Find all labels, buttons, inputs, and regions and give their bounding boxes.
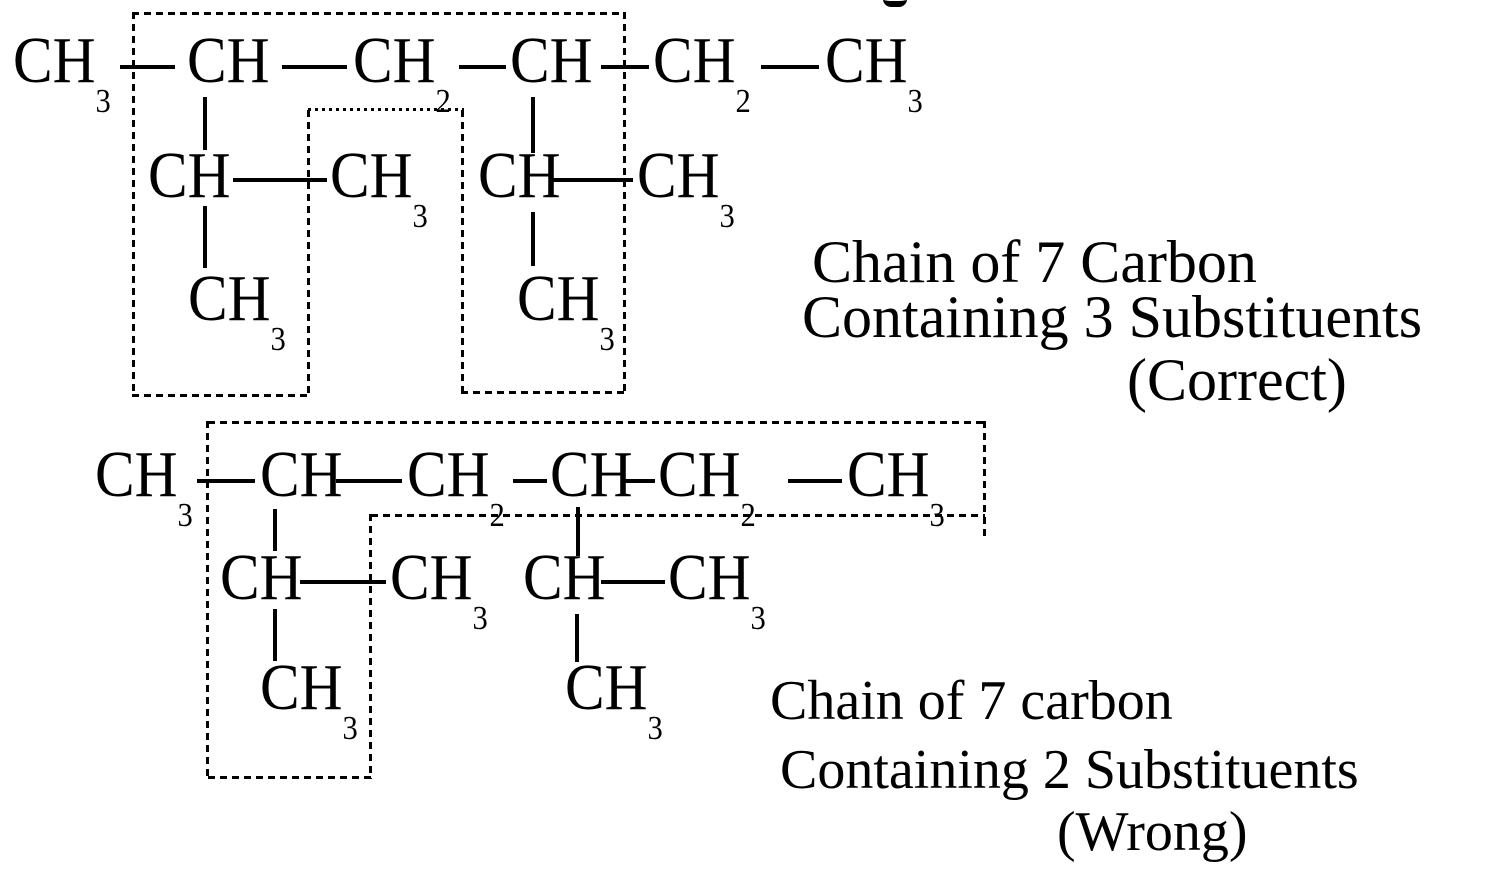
bond-horizontal	[197, 479, 255, 483]
top-caption-line-3: (Correct)	[1127, 347, 1347, 413]
bottom-main-c6-ch3: CH3	[847, 438, 945, 534]
top-chain-outline-rightleg-bottom	[461, 391, 628, 394]
bond-vertical	[203, 97, 207, 150]
bond-horizontal	[551, 178, 633, 182]
bond-vertical	[531, 212, 535, 266]
top-caption-line-1: Chain of 7 Carbon	[812, 229, 1257, 295]
bottom-chain-outline-left	[206, 421, 209, 779]
bond-horizontal	[300, 580, 386, 584]
top-main-c6-ch3: CH3	[825, 24, 923, 120]
bottom-chain-outline-column-right	[369, 514, 372, 779]
bottom-chain-outline-top	[208, 421, 986, 424]
bond-vertical	[576, 507, 580, 556]
bond-horizontal	[459, 65, 506, 69]
top-chain-outline-rightleg-inner	[461, 110, 464, 394]
bottom-chain-outline-band-bottom	[371, 514, 985, 517]
bond-vertical	[203, 206, 207, 268]
top-left-branch-methyl-ch3: CH3	[330, 139, 428, 235]
bond-horizontal	[788, 479, 842, 483]
bottom-chain-outline-column-bottom	[208, 776, 372, 779]
bottom-right-branch-ch: CH	[523, 541, 606, 614]
top-chain-outline-right	[623, 12, 626, 394]
bottom-right-branch-methyl-ch3: CH3	[668, 541, 766, 637]
bond-horizontal	[513, 479, 547, 483]
top-main-c3-ch2: CH2	[353, 24, 451, 120]
bottom-right-terminal-ch3: CH3	[565, 651, 663, 747]
bottom-left-terminal-ch3: CH3	[260, 651, 358, 747]
top-caption-line-2: Containing 3 Substituents	[802, 284, 1423, 350]
bond-horizontal	[601, 580, 665, 584]
bottom-main-c4-ch: CH	[550, 438, 633, 511]
bottom-main-c5-ch2: CH2	[658, 438, 756, 534]
top-main-c2-ch: CH	[187, 24, 270, 97]
top-right-branch-ch: CH	[478, 139, 561, 212]
bond-horizontal	[233, 178, 327, 182]
bond-horizontal	[761, 65, 819, 69]
top-right-branch-methyl-ch3: CH3	[637, 139, 735, 235]
bond-vertical	[531, 97, 535, 153]
bond-horizontal	[336, 479, 402, 483]
bond-vertical	[273, 609, 277, 661]
top-main-c4-ch: CH	[510, 24, 593, 97]
top-main-c5-ch2: CH2	[653, 24, 751, 120]
cropped-text-artifact	[883, 0, 907, 7]
top-right-terminal-ch3: CH3	[517, 262, 615, 358]
bond-vertical	[575, 614, 579, 662]
top-chain-outline-notch-dotted	[308, 108, 464, 111]
bottom-chain-outline-right	[983, 421, 986, 536]
bottom-main-c1-ch3: CH3	[95, 438, 193, 534]
top-left-branch-ch: CH	[148, 139, 231, 212]
top-main-c1-ch3: CH3	[13, 24, 111, 120]
bottom-main-c2-ch: CH	[260, 438, 343, 511]
bottom-left-branch-methyl-ch3: CH3	[390, 541, 488, 637]
top-chain-outline-leftleg-inner	[307, 110, 310, 397]
bottom-caption-line-1: Chain of 7 carbon	[770, 670, 1173, 732]
top-chain-outline-left	[132, 12, 135, 397]
bottom-caption-line-2: Containing 2 Substituents	[780, 739, 1359, 801]
bond-horizontal	[120, 65, 175, 69]
top-chain-outline-leftleg-bottom	[132, 394, 310, 397]
bottom-left-branch-ch: CH	[220, 541, 303, 614]
bottom-caption-line-3: (Wrong)	[1057, 801, 1248, 863]
bond-vertical	[273, 509, 277, 551]
top-chain-outline-top	[132, 12, 626, 15]
bond-horizontal	[621, 479, 655, 483]
bond-horizontal	[601, 65, 649, 69]
bottom-main-c3-ch2: CH2	[407, 438, 505, 534]
top-left-terminal-ch3: CH3	[188, 262, 286, 358]
bond-horizontal	[282, 65, 347, 69]
